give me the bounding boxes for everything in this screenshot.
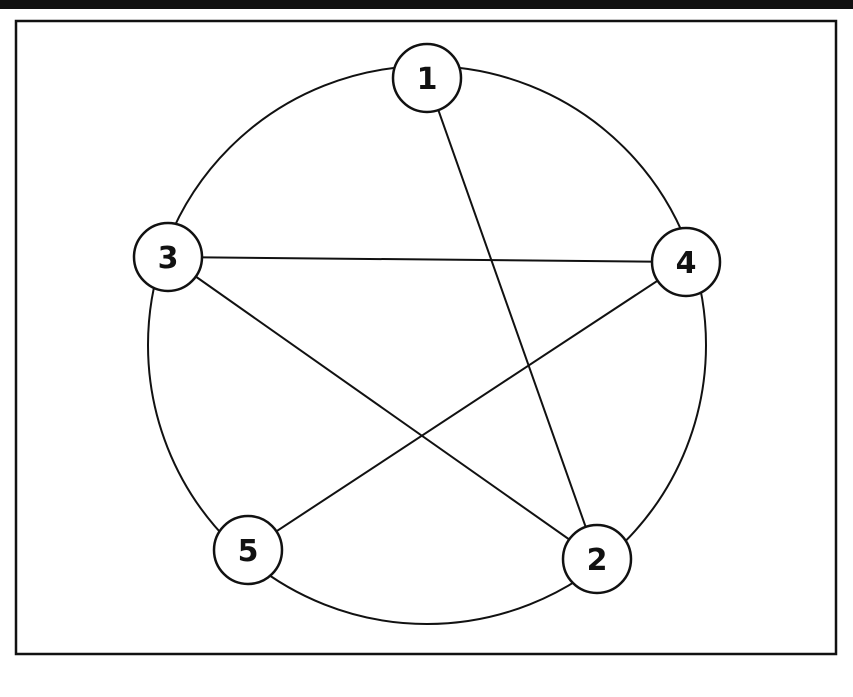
node-circle [132, 221, 204, 293]
top-rule [0, 0, 853, 9]
diagram-frame [14, 19, 838, 656]
edge-3-2 [167, 256, 598, 560]
node-circle [391, 42, 463, 114]
edge-5-4 [247, 261, 687, 551]
edge-layer [167, 77, 687, 560]
node-4: 4 [650, 226, 722, 298]
node-label: 3 [158, 241, 179, 276]
edge-3-4 [167, 256, 687, 263]
node-5: 5 [212, 514, 284, 586]
node-layer: 1 2 3 4 5 [132, 42, 722, 595]
node-label: 5 [238, 534, 259, 569]
node-circle [561, 523, 633, 595]
node-1: 1 [391, 42, 463, 114]
edge-1-2 [426, 77, 598, 560]
node-circle [212, 514, 284, 586]
node-circle [650, 226, 722, 298]
node-label: 1 [417, 62, 438, 97]
node-label: 4 [676, 246, 697, 281]
node-2: 2 [561, 523, 633, 595]
node-3: 3 [132, 221, 204, 293]
node-label: 2 [587, 543, 608, 578]
